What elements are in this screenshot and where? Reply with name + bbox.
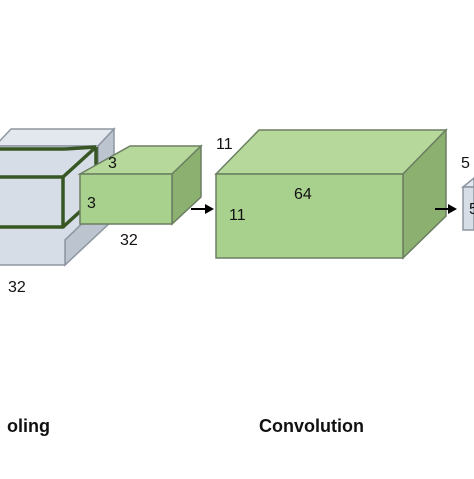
kernel-edge-diag <box>61 145 98 179</box>
kernel-edge-front <box>0 175 65 229</box>
pooled-volume-front <box>79 173 173 225</box>
next-volume <box>460 177 474 231</box>
next-outside-label: 5 <box>461 155 470 172</box>
conv-volume-front <box>215 173 404 259</box>
next-volume-top <box>460 177 474 188</box>
pooling-caption: oling <box>7 416 50 436</box>
next-volume-front <box>462 186 474 231</box>
arrow-to-convolution <box>191 204 214 214</box>
convolution-caption: Convolution <box>259 416 364 436</box>
conv-front-label: 11 <box>229 207 246 224</box>
input-volume-top <box>0 128 116 147</box>
arrow-to-next <box>435 204 457 214</box>
input-width-label: 32 <box>8 279 26 296</box>
conv-top-label: 64 <box>294 186 312 203</box>
arrow-head <box>205 204 214 214</box>
pooled-top-label: 3 <box>108 155 117 172</box>
pooled-front-label: 3 <box>87 195 96 212</box>
pooled-bottom-label: 32 <box>120 232 138 249</box>
kernel-edge-diag-top <box>64 145 97 151</box>
next-front-label: 5 <box>469 201 474 218</box>
conv-depth-label: 11 <box>216 136 233 153</box>
pooled-volume <box>77 144 203 226</box>
conv-volume <box>214 128 448 260</box>
arrow-head <box>448 204 457 214</box>
